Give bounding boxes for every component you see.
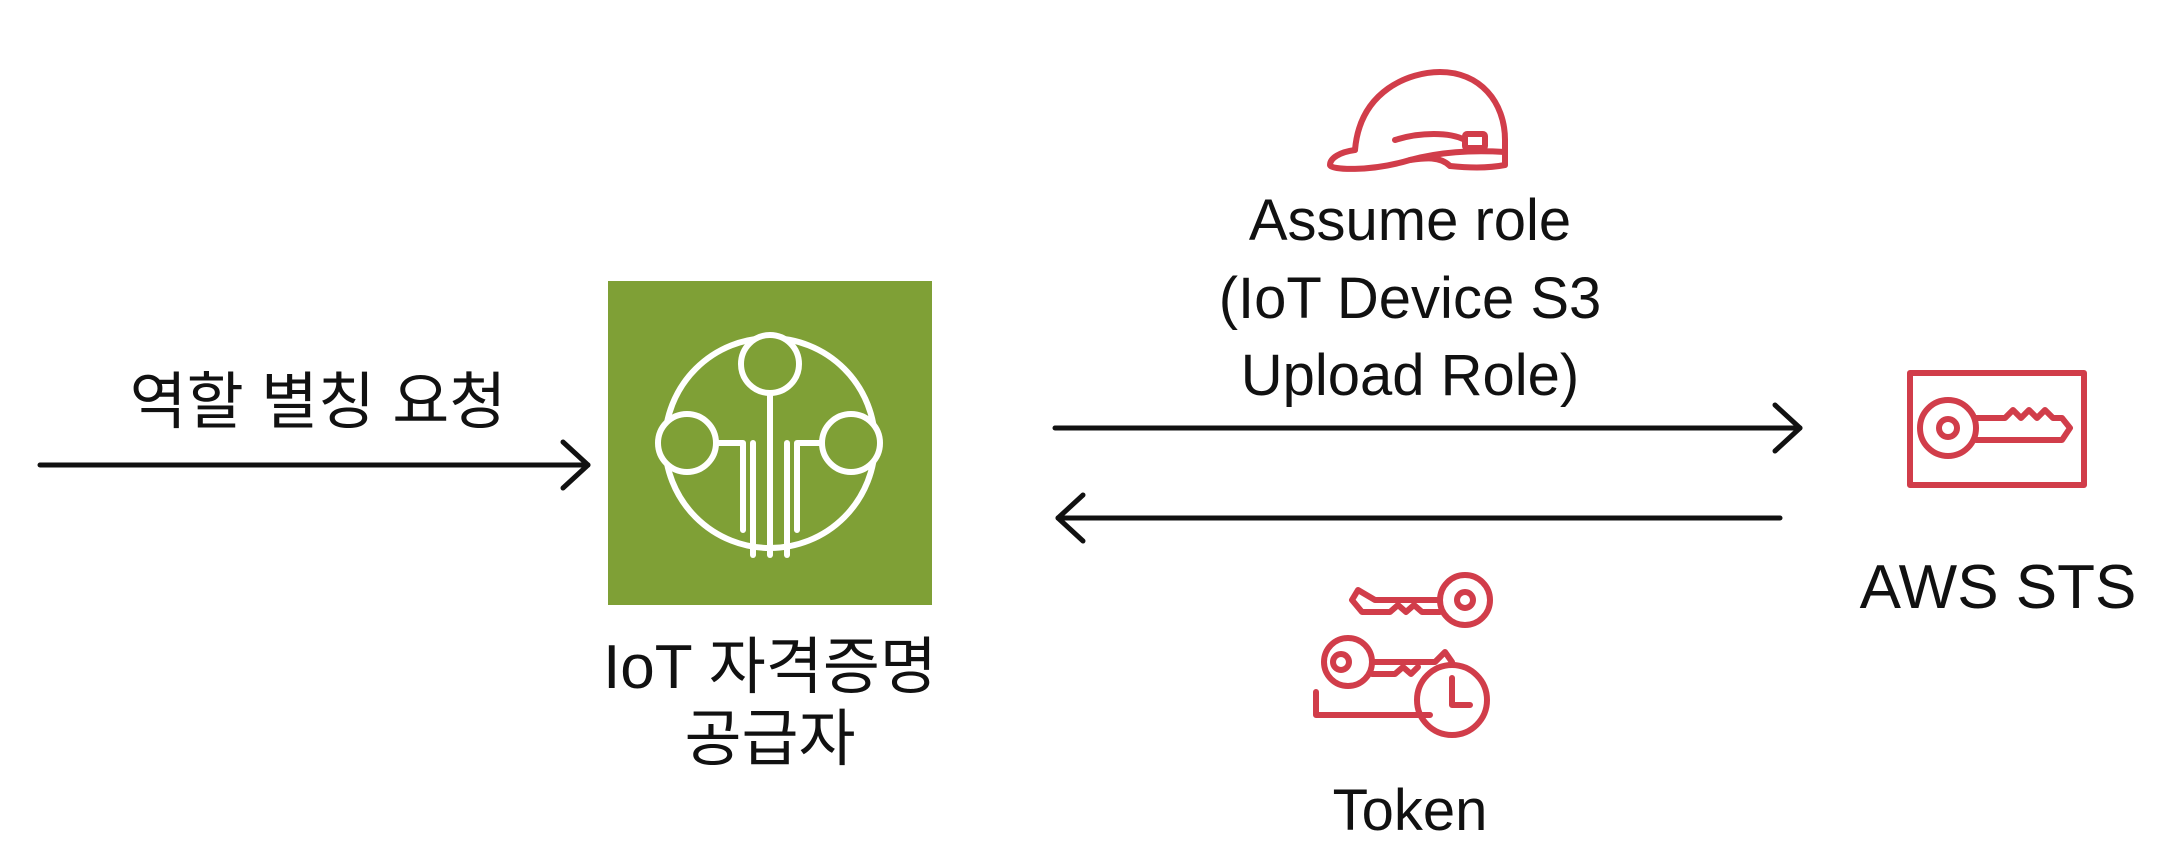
key-icon <box>1907 370 2087 488</box>
keys-clock-icon <box>1313 572 1493 738</box>
sts-label: AWS STS <box>1860 553 2137 622</box>
provider-label-line1: IoT 자격증명 <box>603 633 937 702</box>
iot-certificate-provider-icon <box>608 281 932 605</box>
request-label: 역할 별칭 요청 <box>130 368 507 437</box>
assume-role-line2: (IoT Device S3 <box>1219 266 1602 331</box>
token-label: Token <box>1333 778 1488 843</box>
token-return-arrow <box>1055 492 1783 544</box>
assume-role-line1: Assume role <box>1249 188 1571 253</box>
request-arrow <box>37 439 591 491</box>
assume-role-line3: Upload Role) <box>1241 343 1580 408</box>
assume-role-arrow <box>1052 402 1803 454</box>
helmet-icon <box>1327 69 1508 172</box>
provider-label-line2: 공급자 <box>684 705 855 774</box>
